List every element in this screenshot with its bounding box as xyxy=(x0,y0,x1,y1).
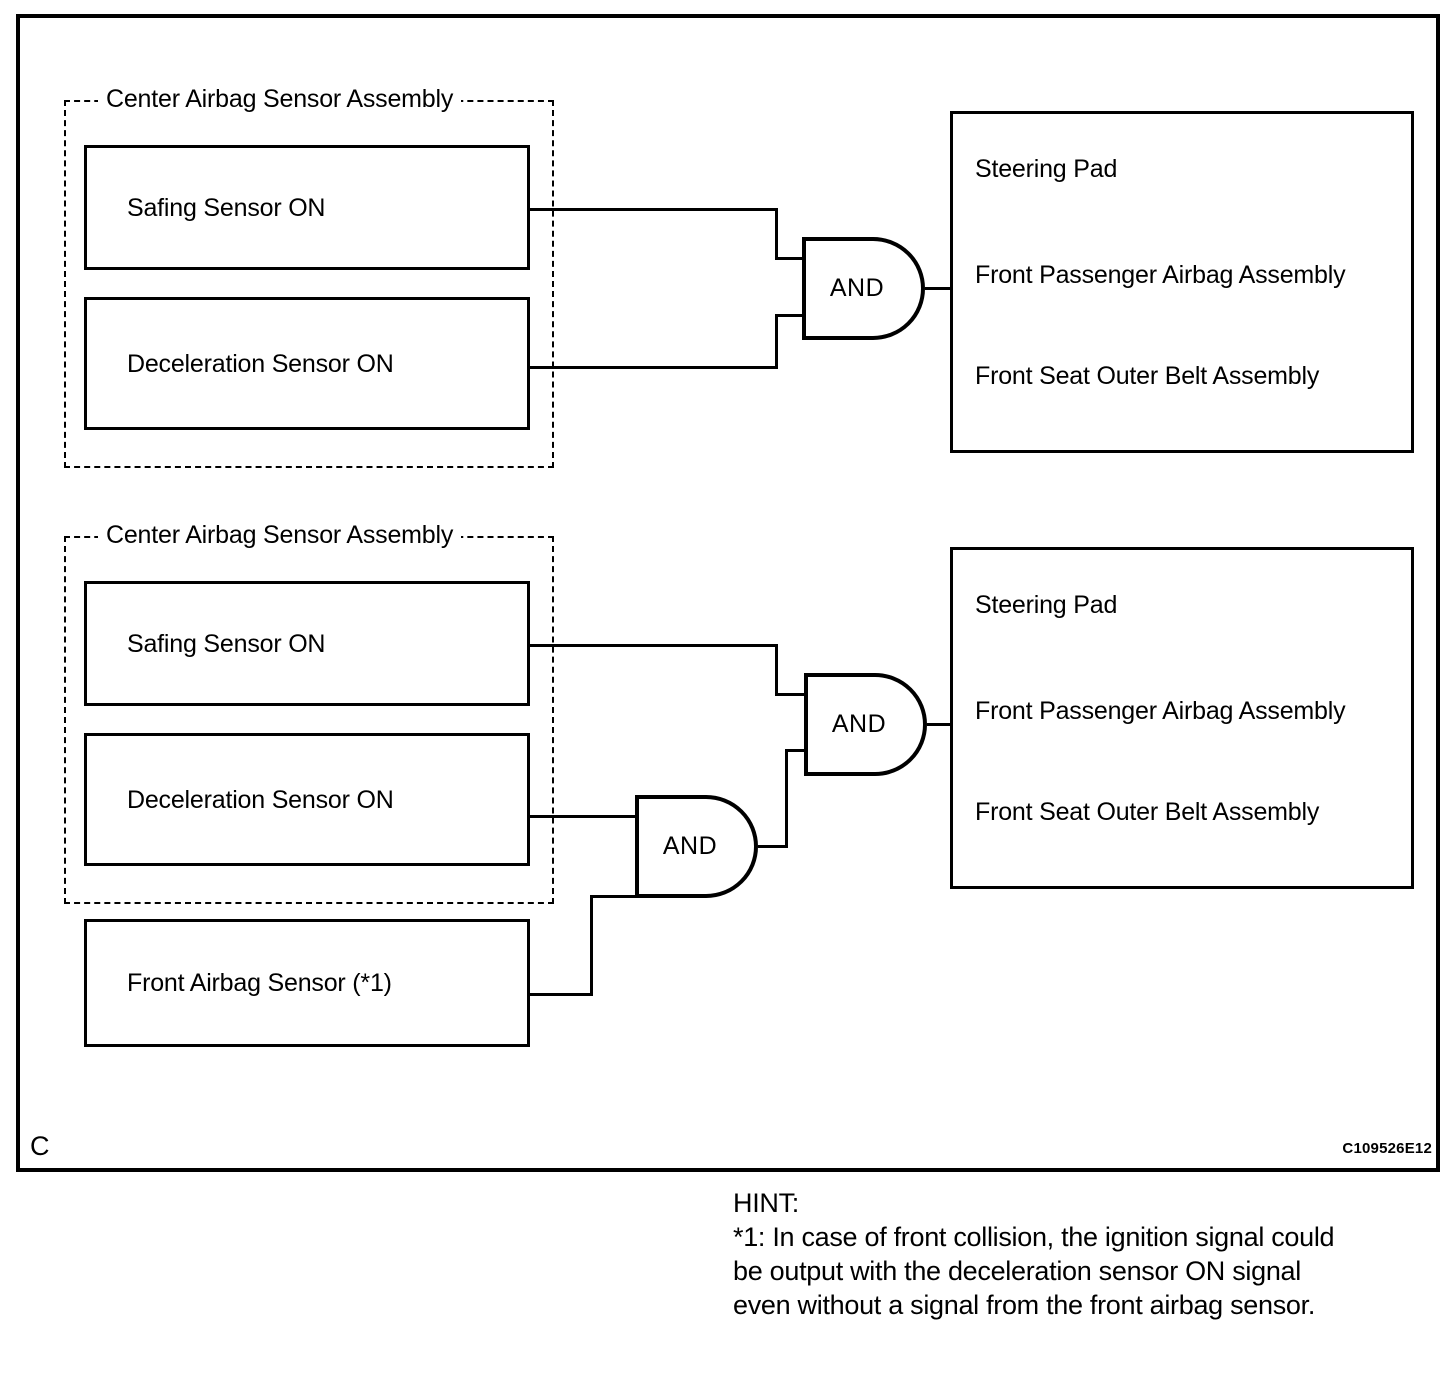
wire-safing2-to-gate2c xyxy=(775,693,805,696)
output-item: Front Seat Outer Belt Assembly xyxy=(975,362,1320,390)
wire-gate3-to-gate2c xyxy=(785,749,807,752)
wire-gate3-to-gate2b xyxy=(785,749,788,847)
wire-decel2-to-gate3a xyxy=(528,815,638,818)
wire-fas-to-gate3c xyxy=(590,895,638,898)
input-box-deceleration-sensor-on-1: Deceleration Sensor ON xyxy=(84,297,530,430)
output-box-1: Steering Pad Front Passenger Airbag Asse… xyxy=(950,111,1414,453)
input-box-label: Deceleration Sensor ON xyxy=(127,785,394,814)
group-label-2: Center Airbag Sensor Assembly xyxy=(98,522,462,549)
input-box-label: Deceleration Sensor ON xyxy=(127,349,394,378)
wire-gate3-to-gate2a xyxy=(758,845,788,848)
input-box-label: Safing Sensor ON xyxy=(127,629,326,658)
hint-line: even without a signal from the front air… xyxy=(733,1290,1316,1320)
wire-safing2-to-gate2a xyxy=(528,644,778,647)
output-item: Front Seat Outer Belt Assembly xyxy=(975,798,1320,826)
wire-fas-to-gate3a xyxy=(528,993,593,996)
wire-gate1-output xyxy=(925,287,955,290)
and-gate-1: AND xyxy=(801,236,931,341)
output-item: Steering Pad xyxy=(975,155,1118,183)
output-item: Front Passenger Airbag Assembly xyxy=(975,261,1346,289)
figure-code: C109526E12 xyxy=(1342,1140,1432,1157)
wire-gate2-output xyxy=(927,723,955,726)
input-box-safing-sensor-on-2: Safing Sensor ON xyxy=(84,581,530,706)
input-box-safing-sensor-on-1: Safing Sensor ON xyxy=(84,145,530,270)
input-box-deceleration-sensor-on-2: Deceleration Sensor ON xyxy=(84,733,530,866)
input-box-label: Safing Sensor ON xyxy=(127,193,326,222)
output-item: Front Passenger Airbag Assembly xyxy=(975,697,1346,725)
wire-decel-to-gate-1c xyxy=(775,314,805,317)
input-box-front-airbag-sensor: Front Airbag Sensor (*1) xyxy=(84,919,530,1047)
and-gate-label: AND xyxy=(831,710,887,738)
hint-block: HINT: *1: In case of front collision, th… xyxy=(733,1186,1433,1322)
diagram-frame: Center Airbag Sensor Assembly Safing Sen… xyxy=(16,14,1440,1172)
wire-safing-to-gate-1b xyxy=(775,208,778,260)
figure-corner-letter: C xyxy=(30,1131,50,1161)
output-box-2: Steering Pad Front Passenger Airbag Asse… xyxy=(950,547,1414,889)
output-item: Steering Pad xyxy=(975,591,1118,619)
hint-title: HINT: xyxy=(733,1188,800,1218)
and-gate-label: AND xyxy=(829,274,885,302)
wire-safing-to-gate-1c xyxy=(775,257,805,260)
hint-line: *1: In case of front collision, the igni… xyxy=(733,1222,1335,1252)
hint-line: be output with the deceleration sensor O… xyxy=(733,1256,1301,1286)
input-box-label: Front Airbag Sensor (*1) xyxy=(127,969,392,997)
wire-decel-to-gate-1a xyxy=(528,366,778,369)
wire-fas-to-gate3b xyxy=(590,895,593,995)
and-gate-2: AND xyxy=(803,672,933,777)
wire-safing2-to-gate2b xyxy=(775,644,778,696)
group-label-1: Center Airbag Sensor Assembly xyxy=(98,86,462,113)
wire-decel-to-gate-1b xyxy=(775,314,778,369)
and-gate-label: AND xyxy=(662,832,718,860)
wire-safing-to-gate-1a xyxy=(528,208,778,211)
and-gate-3: AND xyxy=(634,794,764,899)
